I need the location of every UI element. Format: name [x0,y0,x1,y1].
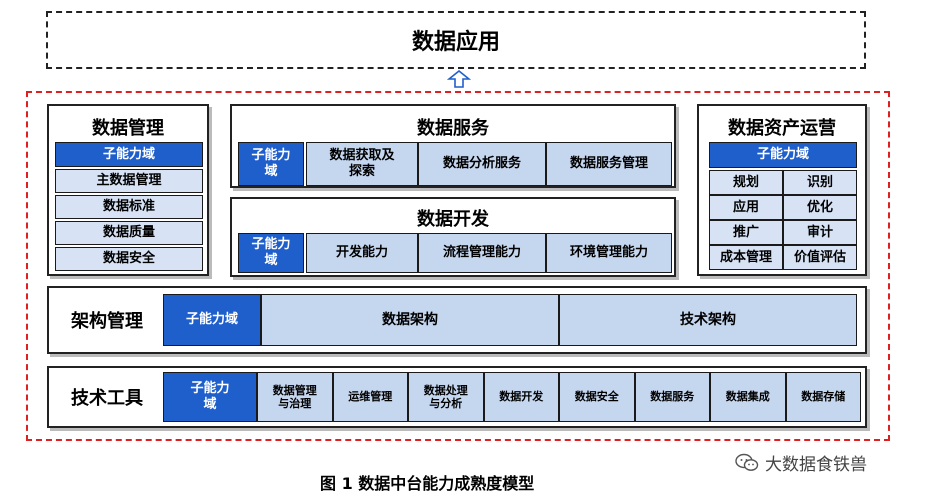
data-development-panel: 数据开发 子能力 域 开发能力流程管理能力环境管理能力 [230,197,676,277]
data-management-item: 数据安全 [55,247,203,271]
data-service-item: 数据分析服务 [418,142,546,186]
data-asset-operation-panel: 数据资产运营 子能力域 规划识别应用优化推广审计成本管理价值评估 [697,104,867,276]
data-asset-operation-item: 审计 [783,220,857,245]
watermark-text: 大数据食铁兽 [765,455,867,475]
technical-tool-item: 数据安全 [559,372,635,422]
data-asset-operation-item: 价值评估 [783,245,857,270]
data-service-title: 数据服务 [417,118,489,139]
up-arrow-icon [447,70,471,88]
watermark: 大数据食铁兽 [735,450,867,475]
data-asset-operation-item: 成本管理 [709,245,783,270]
data-asset-operation-item: 推广 [709,220,783,245]
data-service-subdomain-label: 子能力 域 [238,142,304,186]
data-management-item: 数据标准 [55,195,203,219]
data-asset-operation-item: 规划 [709,170,783,195]
data-asset-operation-item: 识别 [783,170,857,195]
technical-tools-subdomain-label: 子能力 域 [163,372,257,422]
data-service-item: 数据获取及 探索 [306,142,418,186]
data-service-item: 数据服务管理 [546,142,672,186]
technical-tool-item: 数据服务 [634,372,710,422]
data-development-item: 开发能力 [306,233,418,273]
architecture-item: 技术架构 [559,294,857,346]
technical-tool-item: 数据集成 [710,372,786,422]
wechat-icon [735,453,759,471]
data-asset-operation-title: 数据资产运营 [728,118,836,139]
architecture-item: 数据架构 [261,294,559,346]
technical-tool-item: 运维管理 [332,372,408,422]
data-development-title: 数据开发 [417,209,489,230]
architecture-management-panel: 架构管理 子能力域 数据架构技术架构 [47,286,867,354]
data-service-panel: 数据服务 子能力 域 数据获取及 探索数据分析服务数据服务管理 [230,104,676,188]
data-application-title: 数据应用 [411,30,500,55]
architecture-subdomain-label: 子能力域 [163,294,261,346]
data-application-box: 数据应用 [46,11,866,69]
technical-tool-item: 数据处理 与分析 [408,372,484,422]
data-development-item: 流程管理能力 [418,233,546,273]
data-management-item: 主数据管理 [55,169,203,193]
data-asset-operation-item: 应用 [709,195,783,220]
technical-tools-panel: 技术工具 子能力 域 数据管理 与治理运维管理数据处理 与分析数据开发数据安全数… [47,366,867,428]
data-asset-operation-item: 优化 [783,195,857,220]
data-development-subdomain-label: 子能力 域 [238,233,304,273]
data-development-item: 环境管理能力 [546,233,672,273]
architecture-management-title: 架构管理 [71,311,143,332]
technical-tool-item: 数据存储 [785,372,861,422]
figure-caption: 图 1 数据中台能力成熟度模型 [320,474,535,493]
capability-container [26,91,890,441]
data-management-title: 数据管理 [92,118,164,139]
data-management-subdomain-header: 子能力域 [55,142,203,167]
data-management-panel: 数据管理 子能力域 主数据管理数据标准数据质量数据安全 [47,104,209,276]
technical-tools-title: 技术工具 [71,388,143,409]
data-management-item: 数据质量 [55,221,203,245]
technical-tool-item: 数据开发 [483,372,559,422]
technical-tool-item: 数据管理 与治理 [257,372,333,422]
data-asset-operation-subdomain-header: 子能力域 [709,142,857,168]
